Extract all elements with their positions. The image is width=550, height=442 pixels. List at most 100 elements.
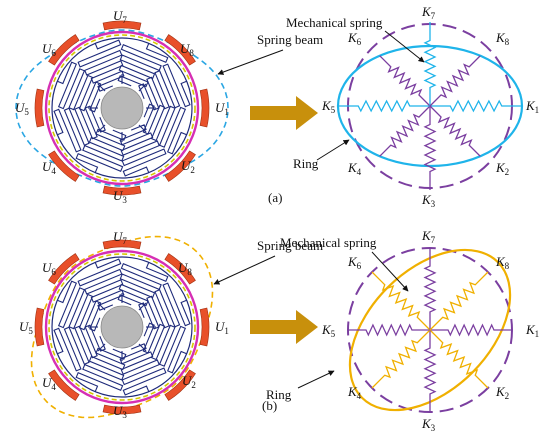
- spoke: [138, 124, 147, 133]
- spring-k1: [430, 99, 522, 113]
- spring-k4: [371, 329, 431, 389]
- spring-beam-5: [53, 105, 106, 153]
- yellow-ring: [48, 253, 196, 401]
- label-u4: U4: [42, 159, 56, 176]
- spring-k5: [338, 99, 430, 113]
- spoke: [97, 302, 106, 311]
- label-u5: U5: [15, 100, 29, 117]
- mechanical-spring-label-b: Mechanical spring: [280, 235, 377, 250]
- serpentine: [77, 39, 125, 92]
- spring-k1: [430, 323, 512, 337]
- label-u2: U2: [181, 158, 195, 175]
- spring-k6: [371, 271, 431, 331]
- electrode-4: [48, 369, 80, 401]
- label-u8: U8: [178, 260, 192, 277]
- serpentine: [53, 105, 106, 153]
- outer-ring: [44, 249, 200, 405]
- serpentine: [77, 258, 125, 311]
- label-k2: K2: [495, 384, 509, 401]
- spring-k8: [429, 271, 489, 331]
- center-hub: [100, 305, 144, 349]
- spring-beam-4: [57, 280, 102, 332]
- caption-a: (a): [268, 190, 282, 205]
- transform-arrow-a: [250, 96, 318, 130]
- label-k3: K3: [421, 416, 436, 433]
- caption-b: (b): [262, 398, 277, 413]
- label-u6: U6: [42, 260, 56, 277]
- spring-k5: [348, 323, 430, 337]
- spring-beam-2: [117, 43, 169, 88]
- spring-beam-label-b: Spring beam: [257, 238, 323, 253]
- serpentine: [138, 282, 191, 330]
- spring-beam-7: [119, 343, 167, 396]
- spring-k8: [429, 55, 481, 107]
- electrode-8: [164, 34, 196, 66]
- serpentine: [117, 43, 169, 88]
- spring-beam-8: [142, 322, 187, 374]
- spring-beam-8: [142, 103, 187, 155]
- label-u3: U3: [113, 403, 127, 420]
- deformed-outline: [15, 29, 229, 187]
- spoke: [138, 343, 147, 352]
- spring-beam-label-a: Spring beam: [257, 32, 323, 47]
- label-u7: U7: [113, 8, 127, 25]
- label-k4: K4: [347, 384, 362, 401]
- label-k1: K1: [525, 98, 539, 115]
- label-k6: K6: [347, 254, 362, 271]
- label-u6: U6: [42, 41, 56, 58]
- electrode-2: [164, 369, 196, 401]
- electrode-6: [48, 253, 80, 285]
- serpentine: [119, 124, 167, 177]
- label-u2: U2: [182, 373, 196, 390]
- spring-beam-5: [53, 324, 106, 372]
- label-u4: U4: [42, 375, 56, 392]
- spring-k2: [429, 105, 481, 157]
- spring-beam-2: [117, 262, 169, 307]
- serpentine: [119, 343, 167, 396]
- label-k7: K7: [421, 228, 436, 245]
- ring-label-b: Ring: [266, 387, 292, 402]
- spoke: [138, 83, 147, 92]
- label-k6: K6: [347, 30, 362, 47]
- spring-k2: [429, 329, 489, 389]
- spoke: [97, 343, 106, 352]
- electrode-4: [48, 150, 80, 182]
- electrode-1: [199, 307, 210, 347]
- label-u1: U1: [215, 319, 229, 336]
- center-hub: [100, 86, 144, 130]
- electrode-1: [199, 88, 210, 128]
- electrode-5: [34, 88, 45, 128]
- spoke: [97, 83, 106, 92]
- outer-ring: [44, 30, 200, 186]
- spring-beam-1: [138, 63, 191, 111]
- serpentine: [142, 103, 187, 155]
- serpentine: [57, 61, 102, 113]
- spoke: [97, 124, 106, 133]
- label-k7: K7: [421, 4, 436, 21]
- inner-ring: [51, 37, 193, 179]
- serpentine: [57, 280, 102, 332]
- label-u5: U5: [19, 319, 33, 336]
- spring-beam-1: [138, 282, 191, 330]
- serpentine: [142, 322, 187, 374]
- spoke: [138, 302, 147, 311]
- label-k8: K8: [495, 254, 510, 271]
- electrode-8: [164, 253, 196, 285]
- electrode-7: [102, 20, 142, 31]
- spring-beam-4: [57, 61, 102, 113]
- spring-beam-6: [75, 128, 127, 173]
- label-k5: K5: [321, 98, 336, 115]
- electrode-3: [102, 404, 142, 415]
- spring-beam-6: [75, 347, 127, 392]
- serpentine: [117, 262, 169, 307]
- ring-label-a: Ring: [293, 156, 319, 171]
- label-u8: U8: [180, 41, 194, 58]
- serpentine: [75, 128, 127, 173]
- label-u3: U3: [113, 188, 127, 205]
- spring-k7: [423, 248, 437, 330]
- inner-ring: [51, 256, 193, 398]
